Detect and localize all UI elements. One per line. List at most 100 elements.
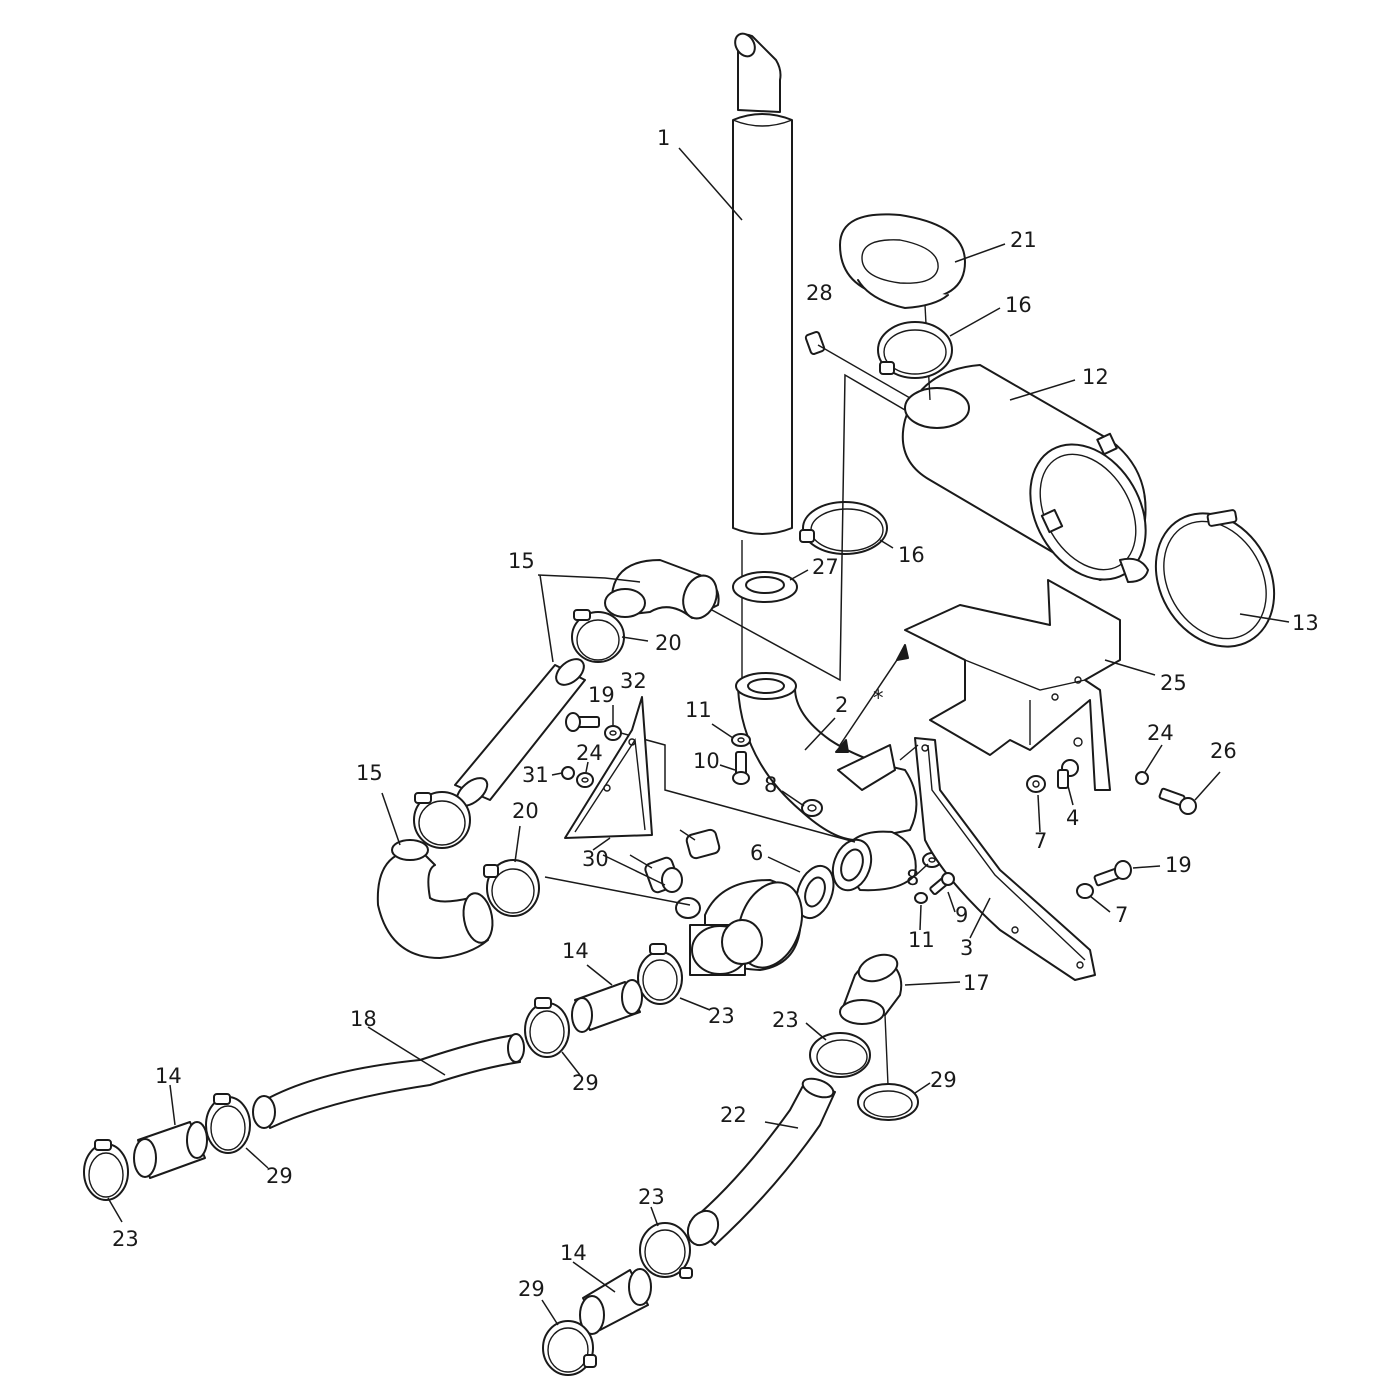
exhaust-elbow-pipe [735, 672, 918, 892]
washer-11-top [731, 733, 751, 747]
callout-6: 6 [750, 841, 763, 865]
air-cleaner-housing [901, 364, 1149, 583]
support-bracket-3 [899, 737, 1096, 981]
bolt-26 [1158, 787, 1197, 815]
callout-labels: 1 21 28 16 12 16 27 15 20 13 25 2 * 19 3… [112, 126, 1319, 1301]
washer-7-upper [1026, 775, 1046, 793]
routing-line-c [544, 876, 691, 906]
callout-19-right: 19 [1165, 853, 1192, 877]
hose-clamp-16-lower [799, 501, 888, 555]
gasket-27 [732, 571, 798, 603]
callout-29-right: 29 [930, 1068, 957, 1092]
callout-21: 21 [1010, 228, 1037, 252]
gasket-6 [795, 864, 835, 920]
callout-23-turbo: 23 [708, 1004, 735, 1028]
callout-16-upper: 16 [1005, 293, 1032, 317]
callout-29-upper: 29 [572, 1071, 599, 1095]
restriction-sensor-28 [804, 331, 911, 399]
hose-clamp-13 [1154, 509, 1276, 648]
callout-29-left: 29 [266, 1164, 293, 1188]
callout-16-lower: 16 [898, 543, 925, 567]
callout-14-bottom: 14 [560, 1241, 587, 1265]
bolt-19-left [565, 712, 600, 732]
callout-10: 10 [693, 749, 720, 773]
callout-11-lower: 11 [908, 928, 935, 952]
nut-8-upper [801, 799, 823, 817]
hose-clamp-16-upper [877, 321, 953, 379]
callout-31: 31 [522, 763, 549, 787]
callout-8-upper: 8 [764, 773, 777, 797]
routing-line-b [602, 854, 666, 886]
bolt-4 [1057, 759, 1079, 789]
hose-clamp-23-turbo [637, 943, 683, 1005]
callout-24-right: 24 [1147, 721, 1174, 745]
fitting-assembly [629, 828, 721, 894]
exhaust-stack-pipe [732, 32, 793, 700]
hose-clamp-20-lower [483, 859, 540, 917]
callout-14-left: 14 [155, 1064, 182, 1088]
bolt-9 [929, 872, 955, 896]
turbocharger [675, 879, 803, 976]
callout-13: 13 [1292, 611, 1319, 635]
u-elbow-15-lower [376, 839, 494, 959]
sleeve-14-bottom [579, 1268, 652, 1335]
callout-24-left: 24 [576, 741, 603, 765]
callout-29-bottom: 29 [518, 1277, 545, 1301]
washer-32 [604, 725, 622, 741]
washer-24-right [1135, 771, 1149, 785]
callout-23-mid: 23 [772, 1008, 799, 1032]
leader-lines [107, 147, 1290, 1326]
washer-24-left [576, 772, 594, 788]
callout-23-bottom: 23 [638, 1185, 665, 1209]
callout-14-upper: 14 [562, 939, 589, 963]
callout-30: 30 [582, 847, 609, 871]
callout-9: 9 [955, 903, 968, 927]
callout-27: 27 [812, 555, 839, 579]
elbow-hose-15-upper [604, 559, 720, 620]
mounting-bracket-25 [904, 579, 1121, 791]
hose-clamp-29-right [857, 1083, 919, 1121]
hose-clamp-20-upper [571, 609, 625, 663]
precleaner-cap-21 [839, 213, 966, 401]
routing-line-d [689, 373, 906, 682]
callout-3: 3 [960, 936, 973, 960]
hose-clamp-23-bottom [639, 1222, 693, 1279]
hose-22 [686, 1077, 836, 1247]
callout-15-lower: 15 [356, 761, 383, 785]
callout-25: 25 [1160, 671, 1187, 695]
hose-clamp-29-bottom [542, 1320, 597, 1376]
washer-11-lower [914, 892, 928, 904]
straight-tube-15 [454, 658, 586, 807]
callout-1: 1 [657, 126, 670, 150]
hose-clamp-23-left [83, 1139, 129, 1201]
elbow-17 [839, 953, 903, 1086]
callout-32: 32 [620, 669, 647, 693]
sleeve-14-left [133, 1121, 208, 1179]
callout-18: 18 [350, 1007, 377, 1031]
callout-28: 28 [806, 281, 833, 305]
hose-18 [252, 1033, 525, 1129]
bracket-30 [564, 696, 653, 839]
washer-7-lower [1076, 883, 1094, 899]
callout-23-left: 23 [112, 1227, 139, 1251]
callout-20-upper: 20 [655, 631, 682, 655]
nut-31 [561, 766, 575, 780]
reference-arrow [835, 644, 909, 753]
callout-7-upper: 7 [1034, 829, 1047, 853]
callout-20-mid: 20 [512, 799, 539, 823]
callout-7-lower: 7 [1115, 903, 1128, 927]
sleeve-14-upper [571, 979, 643, 1033]
callout-19-left: 19 [588, 683, 615, 707]
hose-clamp-23-mid [809, 1032, 871, 1078]
hose-clamp-29-left [205, 1093, 251, 1154]
callout-4: 4 [1066, 806, 1079, 830]
callout-8-lower: 8 [906, 866, 919, 890]
callout-11-upper: 11 [685, 698, 712, 722]
bolt-10 [732, 751, 750, 785]
callout-17: 17 [963, 971, 990, 995]
bolt-19-right [1093, 860, 1132, 887]
callout-22: 22 [720, 1103, 747, 1127]
callout-12: 12 [1082, 365, 1109, 389]
callout-star: * [873, 686, 884, 710]
